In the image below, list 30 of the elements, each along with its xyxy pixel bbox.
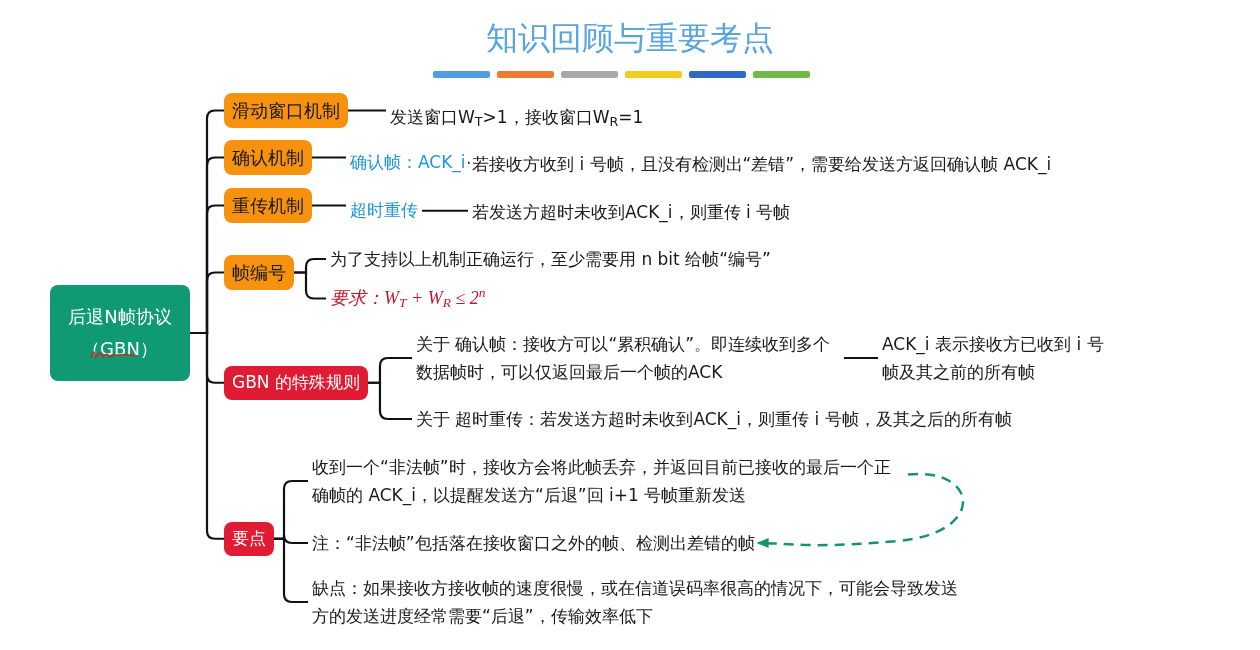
- formula-text: 要求：W$_{T}$ + W$_{R}$ ≤ 2$^{n}$: [326, 281, 490, 316]
- topic-text: ACK_i 表示接收方已收到 i 号帧及其之前的所有帧: [878, 326, 1123, 390]
- topic-box: 要点: [224, 522, 274, 556]
- topic-box: GBN 的特殊规则: [224, 366, 368, 400]
- connector-line: [312, 204, 346, 207]
- connector-line: [348, 109, 386, 112]
- connector-line: [367, 381, 412, 421]
- connector-line: [468, 161, 470, 164]
- connector-line: [312, 156, 346, 159]
- topic-text: 缺点：如果接收方接收帧的速度很慢，或在信道误码率很高的情况下，可能会导致发送方的发送进度经常需要“后退”，传输效率低下: [308, 570, 973, 634]
- topic-text: 若接收方收到 i 号帧，且没有检测出“差错”，需要给发送方返回确认帧 ACK_i: [468, 146, 1056, 182]
- connector-line: [294, 271, 326, 300]
- topic-box: 帧编号: [224, 255, 294, 290]
- topic-text: 关于 确认帧：接收方可以“累积确认”。即连续收到多个数据帧时，可以仅返回最后一个帧的ACK: [412, 326, 844, 390]
- topic-text: 发送窗口W$_{T}$>1，接收窗口W$_{R}$=1: [386, 99, 648, 135]
- topic-text: 确认帧：ACK_i: [346, 146, 470, 180]
- connector-line: [844, 356, 878, 360]
- topic-text: 为了支持以上机制正确运行，至少需要用 n bit 给帧“编号”: [326, 241, 775, 277]
- topic-text: 注：“非法帧”包括落在接收窗口之外的帧、检测出差错的帧: [308, 525, 759, 561]
- topic-box: 重传机制: [224, 188, 312, 223]
- connector-line: [422, 209, 468, 212]
- topic-text: 超时重传: [346, 194, 422, 228]
- topic-box: 滑动窗口机制: [224, 93, 348, 128]
- topic-text: 若发送方超时未收到ACK_i，则重传 i 号帧: [468, 194, 795, 230]
- topic-box: 确认机制: [224, 140, 312, 175]
- title: 知识回顾与重要考点: [485, 18, 775, 59]
- dashed-arrow: [756, 472, 964, 549]
- connector-line: [274, 537, 308, 604]
- topic-text: 收到一个“非法帧”时，接收方会将此帧丢弃，并返回目前已接收的最后一个正确帧的 ACK_i，以提醒发送方“后退”回 i+1 号帧重新发送: [308, 449, 908, 513]
- topic-text: 关于 超时重传：若发送方超时未收到ACK_i，则重传 i 号帧，及其之后的所有帧: [412, 401, 1016, 437]
